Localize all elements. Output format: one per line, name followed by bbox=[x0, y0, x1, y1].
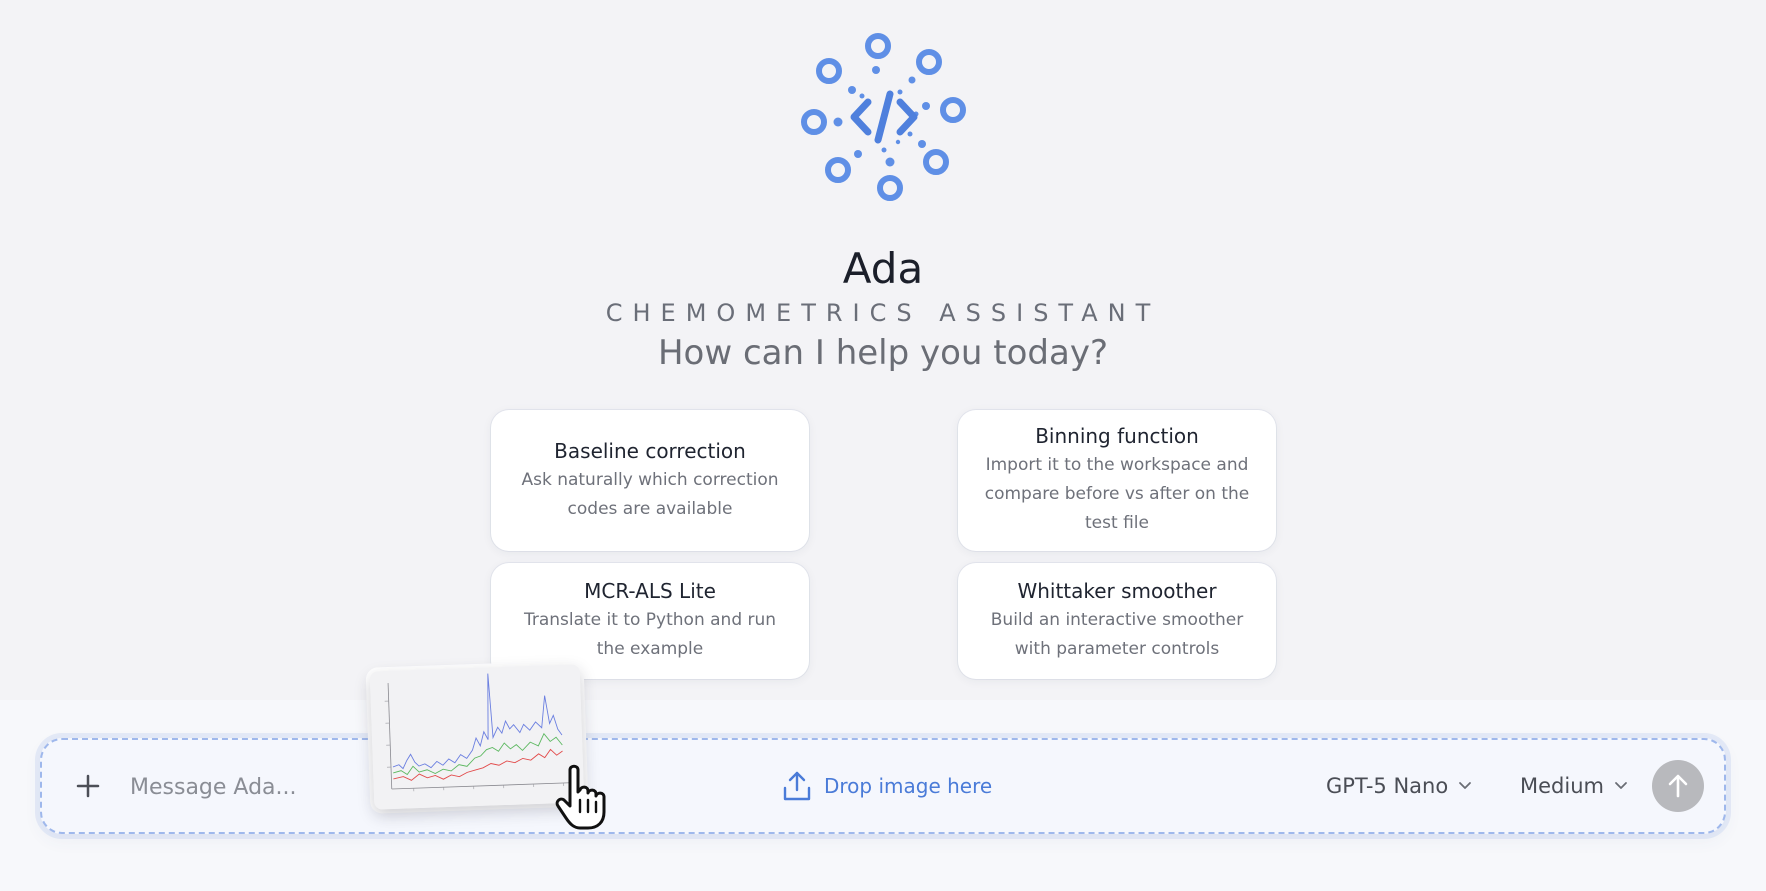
spectrum-thumbnail-image bbox=[369, 664, 585, 810]
suggestion-description: Import it to the workspace and compare b… bbox=[984, 455, 1250, 533]
suggestion-card-mcr-als-lite[interactable]: MCR-ALS Lite Translate it to Python and … bbox=[491, 563, 809, 679]
suggestion-card-baseline-correction[interactable]: Baseline correction Ask naturally which … bbox=[491, 410, 809, 551]
plus-icon bbox=[76, 774, 100, 798]
suggestion-title: Baseline correction bbox=[554, 438, 746, 463]
attach-button[interactable] bbox=[68, 766, 108, 806]
app-subtitle: CHEMOMETRICS ASSISTANT bbox=[605, 299, 1161, 327]
hand-cursor-icon bbox=[555, 764, 606, 830]
dragged-image-thumbnail[interactable] bbox=[369, 664, 585, 810]
message-composer-dropzone[interactable]: Drop image here GPT-5 Nano Medium bbox=[40, 738, 1726, 834]
arrow-up-icon bbox=[1668, 774, 1688, 798]
suggestion-title: Whittaker smoother bbox=[1017, 579, 1217, 603]
drop-image-label: Drop image here bbox=[782, 766, 992, 806]
suggestion-card-binning-function[interactable]: Binning function Import it to the worksp… bbox=[958, 410, 1276, 551]
drop-image-text: Drop image here bbox=[824, 774, 993, 798]
suggestion-title: MCR-ALS Lite bbox=[584, 579, 716, 603]
suggestion-description: Translate it to Python and run the examp… bbox=[523, 610, 777, 659]
suggestion-description: Build an interactive smoother with param… bbox=[990, 610, 1244, 659]
upload-icon bbox=[783, 771, 811, 801]
chevron-down-icon bbox=[1615, 782, 1627, 789]
greeting-heading: How can I help you today? bbox=[657, 333, 1108, 373]
app-title: Ada bbox=[842, 244, 924, 293]
suggestion-title: Binning function bbox=[1035, 424, 1199, 448]
chevron-down-icon bbox=[1459, 782, 1472, 789]
suggestion-description: Ask naturally which correction codes are… bbox=[521, 469, 779, 519]
effort-select[interactable]: Medium bbox=[1520, 766, 1628, 806]
code-bracket-logo-icon bbox=[801, 33, 966, 201]
model-select-value: GPT-5 Nano bbox=[1326, 774, 1449, 798]
suggestion-card-whittaker-smoother[interactable]: Whittaker smoother Build an interactive … bbox=[958, 563, 1276, 679]
message-input[interactable] bbox=[128, 768, 362, 806]
model-select[interactable]: GPT-5 Nano bbox=[1326, 766, 1472, 806]
effort-select-value: Medium bbox=[1520, 774, 1604, 798]
send-button[interactable] bbox=[1652, 760, 1704, 812]
